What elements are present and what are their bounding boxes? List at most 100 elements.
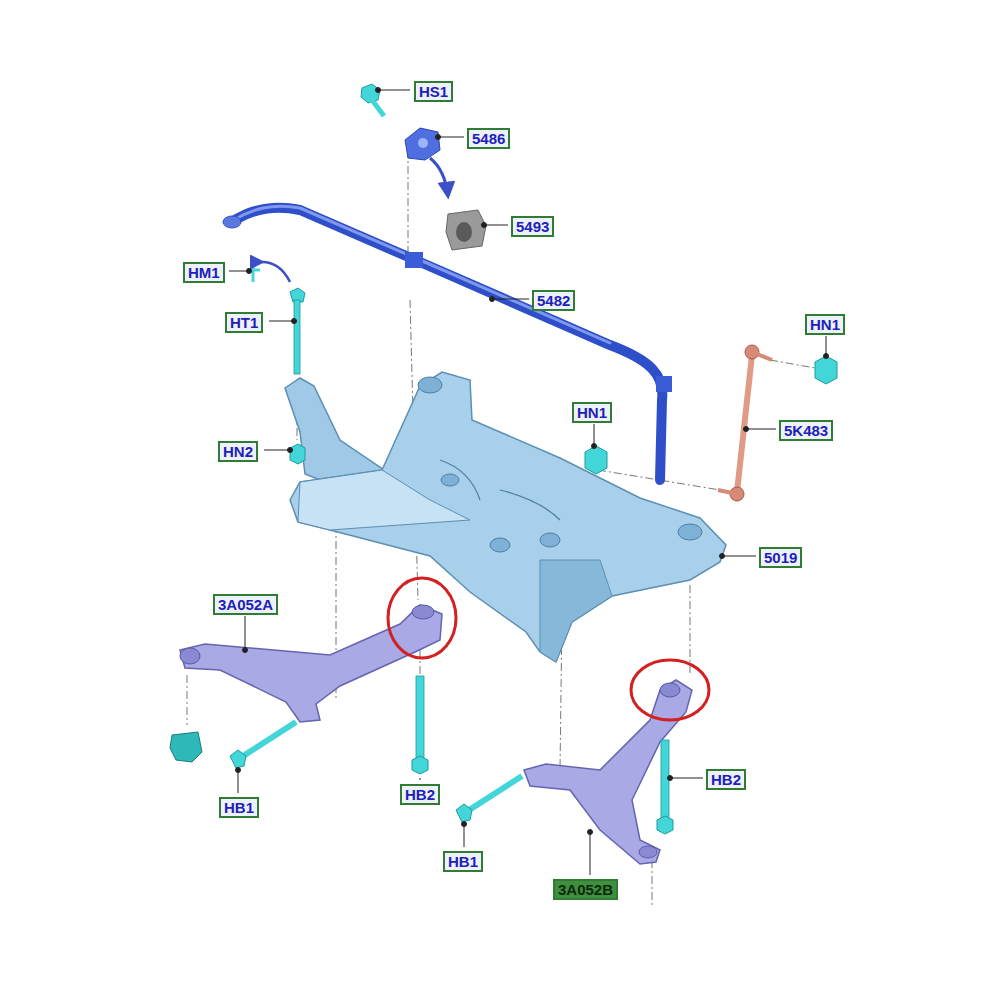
link-stud [718,490,737,494]
bolt-head [361,84,380,103]
leader-line [378,90,410,91]
direction-arrow [430,158,448,196]
leader-dot [288,448,293,453]
callout-label: HT1 [225,312,263,333]
leader-line [722,556,756,557]
highlight-circle [388,578,456,658]
callout-label: HB2 [400,784,440,805]
callout-label: HB1 [219,797,259,818]
leader-line [269,321,294,322]
bolt-shank [661,740,669,822]
arm-bush [660,683,680,697]
arm-bush [412,605,434,619]
leader-line [420,778,421,780]
bar-bush-seat [405,252,423,268]
leader-line [492,299,529,300]
bar-end [223,216,241,228]
callout-label: HS1 [414,81,453,102]
bushing [446,210,486,250]
bolt-head [657,816,673,834]
control-arm [524,680,692,864]
bushing [170,732,202,762]
subframe-hole [418,377,442,393]
bolt-shank [294,300,300,374]
leader-dot [744,427,749,432]
nut [815,356,837,384]
bolt [361,84,384,116]
link-stud [752,352,772,360]
bolts [230,676,673,834]
leader-dot [462,822,467,827]
subframe-tower [285,378,384,484]
leader-dot [588,830,593,835]
bolt-head [456,804,472,822]
nut [290,444,305,464]
leader-dot [292,319,297,324]
direction-arrow [262,262,290,282]
bar-bush-seat [656,376,672,392]
leader-line [264,450,290,451]
callout-label: HN1 [805,314,845,335]
callout-label: HN2 [218,441,258,462]
leader-line [438,137,464,138]
callout-label: 3A052B [553,879,618,900]
callout-label: 5486 [467,128,510,149]
leader-line [746,429,776,430]
leader-dot [247,269,252,274]
center-line [690,585,691,675]
leader-dot [824,354,829,359]
callout-label: 5493 [511,216,554,237]
leader-line [590,832,591,875]
control-arm-body [524,680,692,864]
bolt-shank [240,722,296,758]
center-line [420,650,421,675]
leader-dot [243,648,248,653]
callout-label: HB1 [443,851,483,872]
subframe-hole [490,538,510,552]
bracket-shape [405,128,440,160]
bushing-hole [456,222,472,242]
leader-dot [490,297,495,302]
leader-line [245,616,246,650]
callout-label: HB2 [706,769,746,790]
stabilizer-bar [223,206,672,480]
leader-line [594,424,595,446]
leader-lines [229,88,829,876]
leader-line [484,225,508,226]
leader-dot [376,88,381,93]
center-line [770,360,815,368]
callout-label: 3A052A [213,594,278,615]
leader-dot [668,776,673,781]
subframe-hole [441,474,459,486]
leader-dot [720,554,725,559]
leader-dot [236,768,241,773]
stabilizer-bar-body [232,208,662,480]
bolt-head [412,756,428,774]
leader-dot [436,135,441,140]
callout-label: 5K483 [779,420,833,441]
subframe-edge [440,460,560,520]
subframe-hole [678,524,702,540]
bushing-shape [170,732,202,762]
center-line [652,860,653,905]
bolt [290,288,305,374]
bushing-shape [446,210,486,250]
callout-label: HN1 [572,402,612,423]
nut [585,446,607,474]
center-line [187,675,188,725]
subframe-mount [540,560,612,662]
bracket-hole [418,138,428,148]
bolt-shank [372,100,384,116]
callout-label: HM1 [183,262,225,283]
bolt-shank [466,776,522,812]
leader-line [238,770,239,793]
highlight-circle [631,660,709,720]
bolt-shank [416,676,424,762]
bolt-head [230,750,246,768]
stabilizer-link [718,345,772,501]
control-arm-body [180,605,442,722]
center-lines [187,150,815,905]
subframe-hole [540,533,560,547]
